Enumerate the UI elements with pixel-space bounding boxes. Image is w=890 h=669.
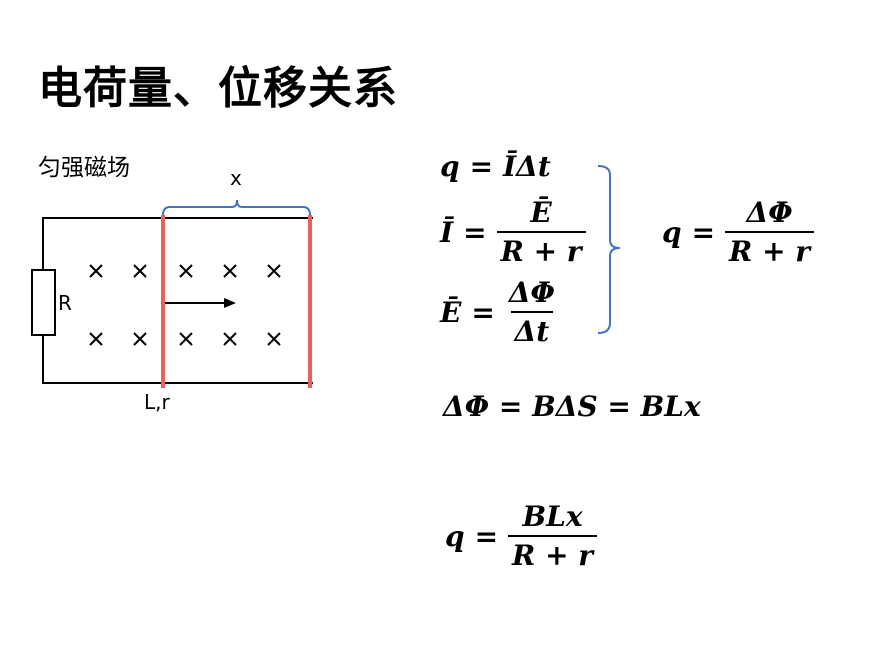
eq-denominator: Δt [510,311,554,348]
eq-numerator: ΔΦ [508,276,555,309]
eq-op: = [471,295,495,329]
subtitle: 匀强磁场 [38,155,130,181]
field-cross-icon [267,332,281,346]
eq-numerator: BLx [522,500,583,533]
velocity-arrow [165,298,236,308]
field-cross-icon [267,264,281,278]
resistor [31,269,56,336]
field-cross-icon [223,264,237,278]
eq-denominator: R + r [496,231,586,268]
eq-rhs: ĪΔt [503,150,551,183]
displacement-brace [162,199,311,216]
eq-lhs: Ī [440,215,454,249]
eq-lhs: q [440,150,460,183]
magnetic-field-crosses [89,264,281,346]
eq-op: = [463,215,487,249]
eq-op: = [474,519,499,553]
eq-lhs: q [445,519,465,553]
eq-text: ΔΦ = BΔS = BLx [443,390,701,423]
field-cross-icon [133,264,147,278]
circuit-wires [42,217,313,384]
field-cross-icon [179,332,193,346]
eq-numerator: ΔΦ [746,196,793,229]
rod-label: L,r [144,390,170,414]
field-cross-icon [179,264,193,278]
eq-lhs: Ē [440,295,462,329]
field-cross-icon [223,332,237,346]
equation-charge-current: q = ĪΔt [440,150,551,183]
slide-title: 电荷量、位移关系 [38,63,398,114]
displacement-label: x [230,166,242,190]
eq-denominator: R + r [508,535,598,572]
eq-lhs: q [662,215,682,249]
eq-numerator: Ē [530,196,552,229]
eq-op: = [691,215,716,249]
equation-flux-change: ΔΦ = BΔS = BLx [443,390,701,423]
eq-op: = [469,150,494,183]
equation-brace [597,165,621,334]
field-cross-icon [133,332,147,346]
resistor-label: R [58,291,72,315]
eq-denominator: R + r [725,231,815,268]
field-cross-icon [89,332,103,346]
field-cross-icon [89,264,103,278]
